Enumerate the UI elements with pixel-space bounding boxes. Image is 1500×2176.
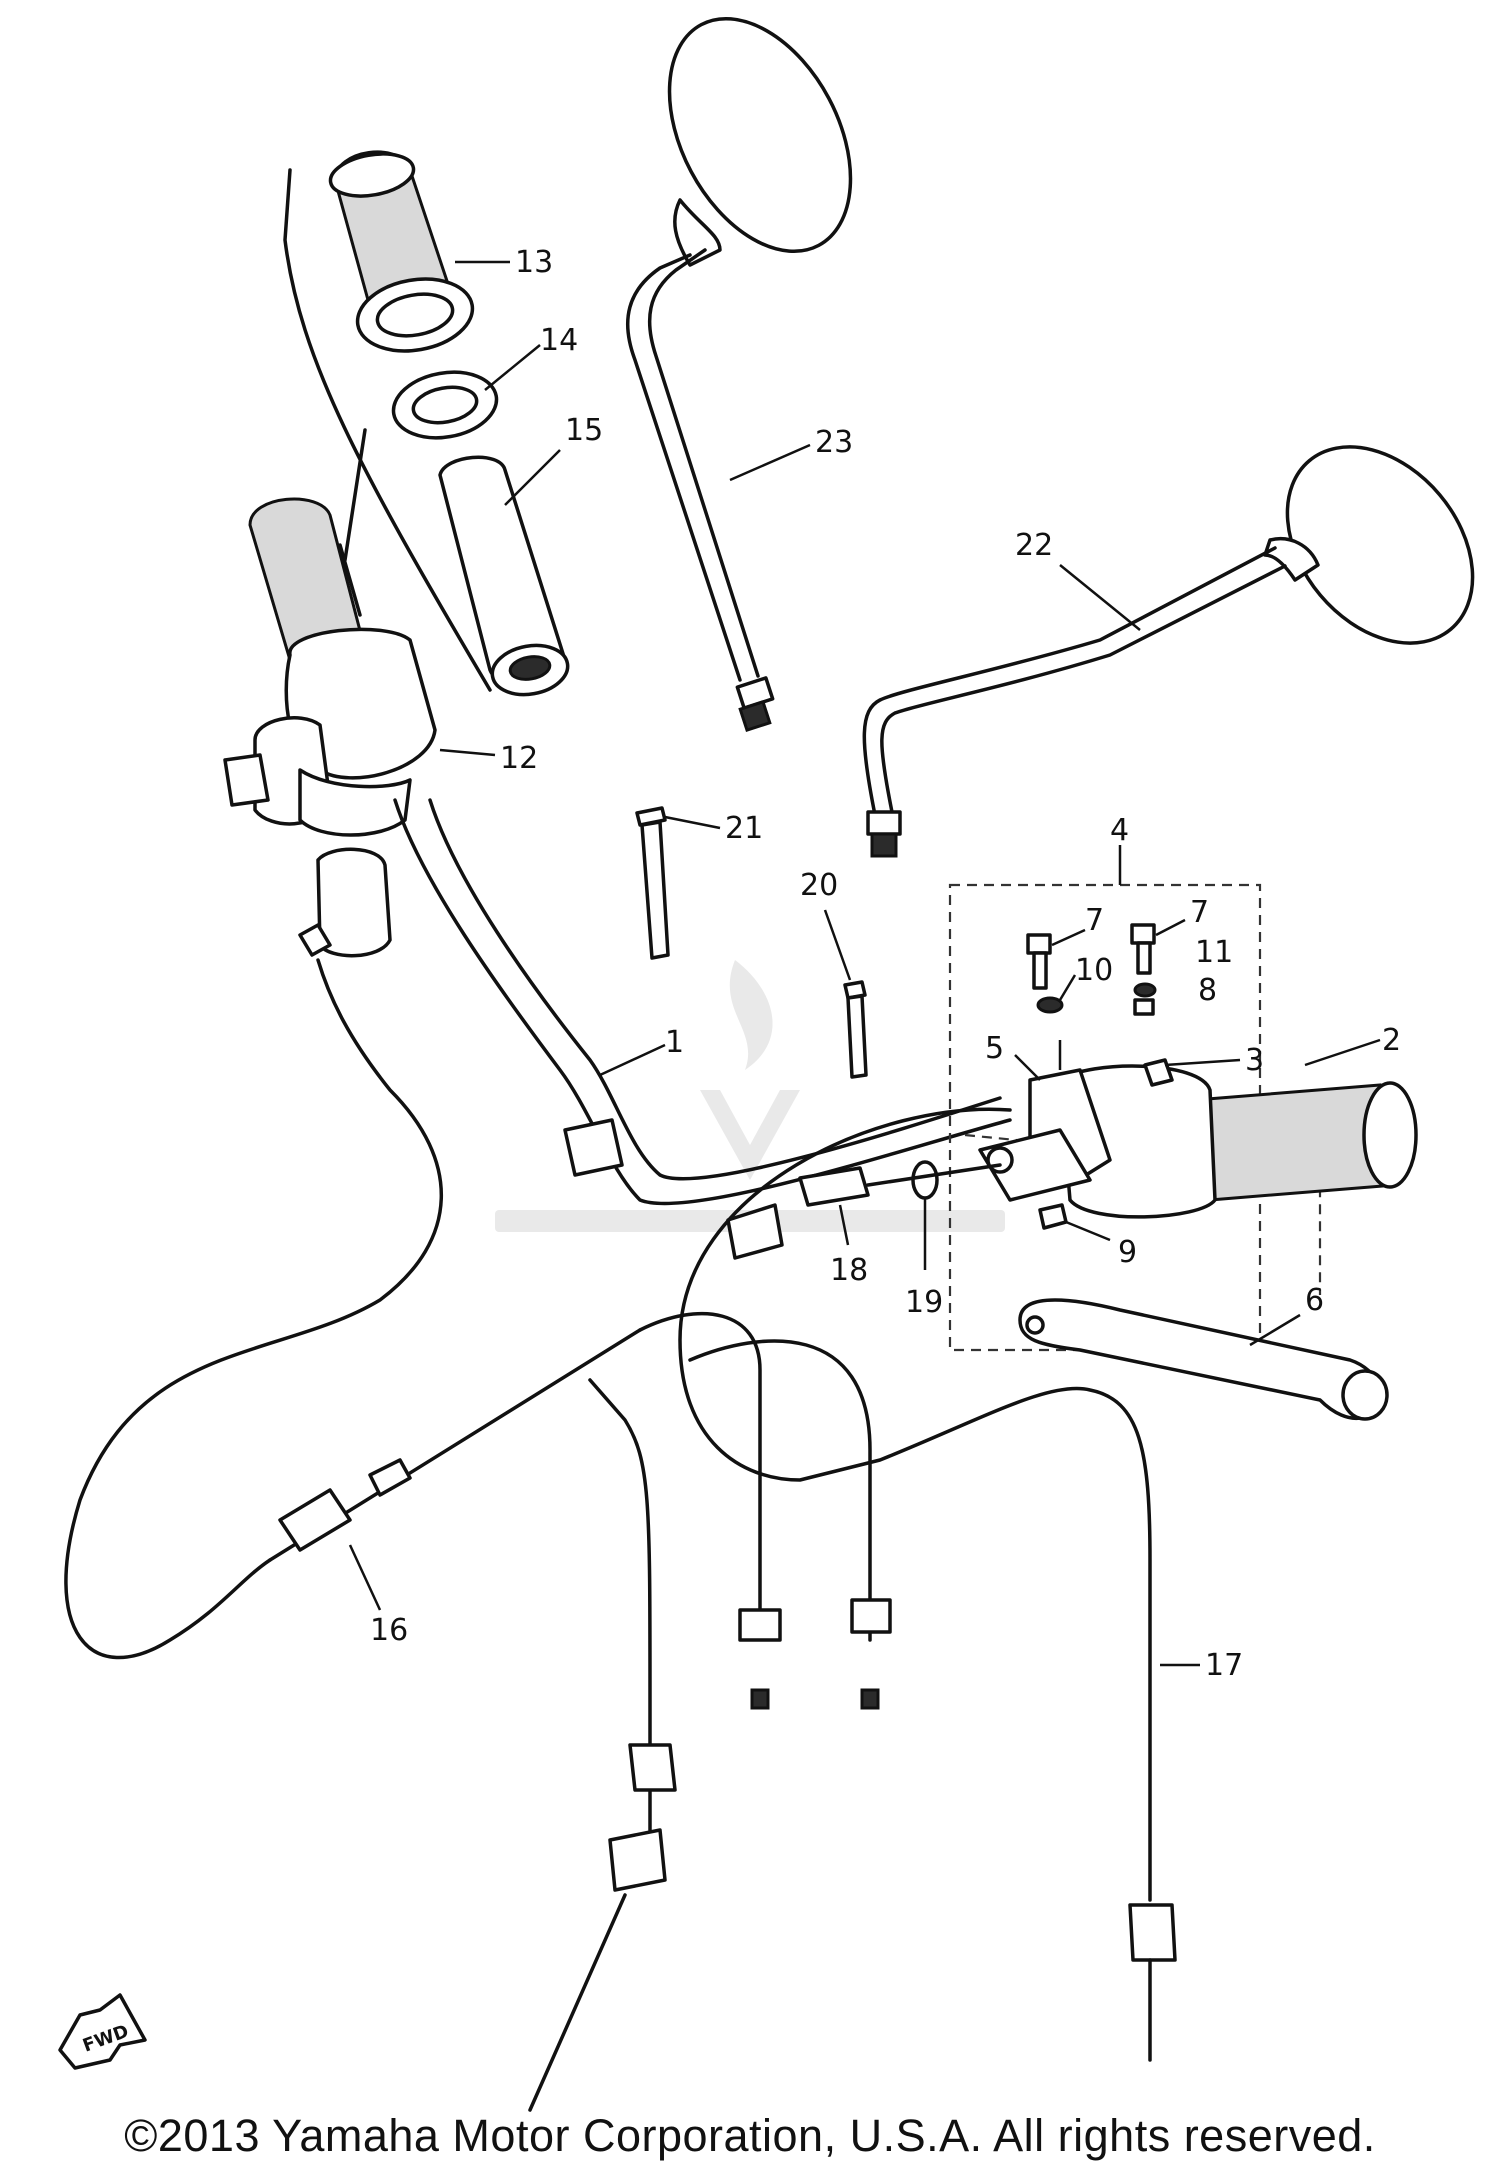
callout-23: 23 xyxy=(815,425,853,460)
callout-14: 14 xyxy=(540,323,578,358)
leader-15 xyxy=(504,449,561,506)
callout-22: 22 xyxy=(1015,528,1053,563)
throttle-housing xyxy=(223,497,496,958)
lever-assembly xyxy=(798,845,1418,1421)
leader-14 xyxy=(484,344,541,391)
callout-labels: 1 2 3 4 5 6 7 7 8 9 10 11 12 13 14 15 16… xyxy=(370,245,1401,1683)
leader-7b xyxy=(1155,918,1186,937)
leader-18 xyxy=(838,1204,850,1246)
leader-16 xyxy=(348,1544,382,1611)
callout-6: 6 xyxy=(1305,1283,1324,1318)
leader-10 xyxy=(1058,974,1077,1001)
callout-5: 5 xyxy=(985,1031,1004,1066)
leader-6 xyxy=(1249,1313,1301,1347)
mirror-right xyxy=(862,445,1475,858)
leader-23 xyxy=(729,443,811,482)
copyright-notice: ©2013 Yamaha Motor Corporation, U.S.A. A… xyxy=(124,2110,1376,2161)
callout-3: 3 xyxy=(1245,1043,1264,1078)
callout-11: 11 xyxy=(1195,935,1233,970)
fwd-arrow-icon: FWD xyxy=(58,1993,147,2070)
leader-20 xyxy=(823,909,852,981)
throttle-grip-exploded xyxy=(283,150,570,697)
leader-9 xyxy=(1065,1220,1111,1242)
callout-13: 13 xyxy=(515,245,553,280)
mirror-left xyxy=(626,16,853,733)
callout-2: 2 xyxy=(1382,1023,1401,1058)
callout-19: 19 xyxy=(905,1285,943,1320)
callout-4: 4 xyxy=(1110,813,1129,848)
callout-9: 9 xyxy=(1118,1235,1137,1270)
callout-15: 15 xyxy=(565,413,603,448)
leader-1 xyxy=(599,1043,666,1077)
leader-3 xyxy=(1164,1058,1241,1067)
leader-7a xyxy=(1051,928,1086,947)
leader-5 xyxy=(1014,1054,1041,1081)
cable-center xyxy=(528,1339,892,2112)
callout-8: 8 xyxy=(1198,973,1217,1008)
leader-22 xyxy=(1059,564,1141,631)
handlebar xyxy=(393,798,1012,1260)
cable-17 xyxy=(678,1107,1200,2062)
callout-7-right: 7 xyxy=(1190,895,1209,930)
callout-20: 20 xyxy=(800,868,838,903)
leader-21 xyxy=(664,815,721,830)
cable-ties xyxy=(635,806,868,1079)
callout-10: 10 xyxy=(1075,953,1113,988)
callout-18: 18 xyxy=(830,1253,868,1288)
callout-21: 21 xyxy=(725,811,763,846)
callout-1: 1 xyxy=(665,1025,684,1060)
leader-12 xyxy=(439,748,496,757)
callout-16: 16 xyxy=(370,1613,408,1648)
cable-16 xyxy=(64,923,782,1710)
leader-2 xyxy=(1304,1038,1381,1067)
callout-12: 12 xyxy=(500,741,538,776)
callout-7-left: 7 xyxy=(1085,903,1104,938)
callout-17: 17 xyxy=(1205,1648,1243,1683)
